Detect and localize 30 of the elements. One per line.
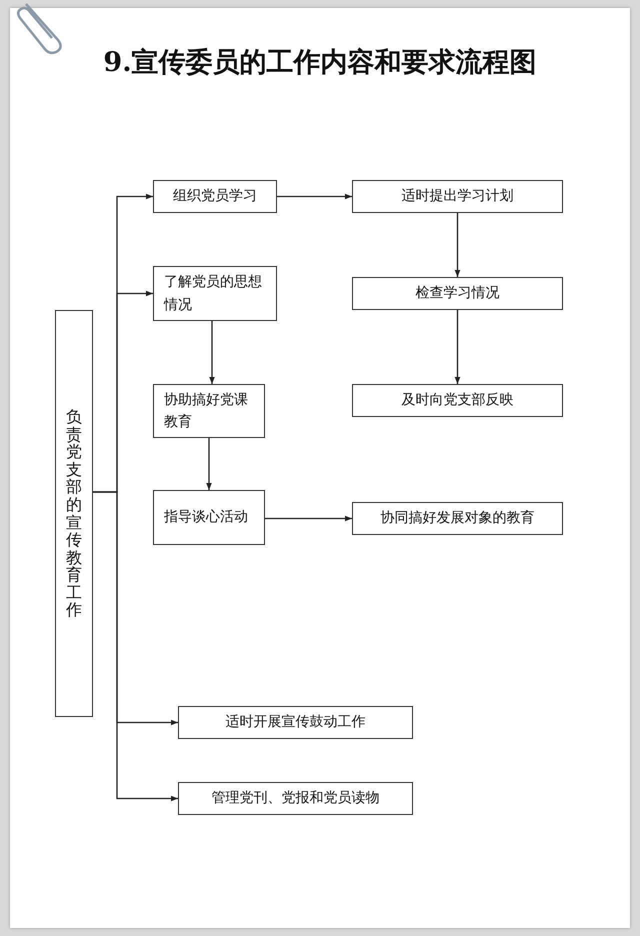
arrow [454,213,460,277]
arrow [206,438,212,490]
process-box [153,180,277,213]
process-box [153,384,265,438]
arrow [209,321,215,384]
process-box [352,502,563,535]
process-box [153,266,277,321]
node-text: 适时提出学习计划 [402,187,514,206]
process-box [153,490,265,545]
process-box [352,180,563,213]
process-box [178,706,413,739]
node-text: 组织党员学习 [173,187,257,206]
node-text: 检查学习情况 [416,284,500,304]
diagram-title: 9.宣传委员的工作内容和要求流程图 [102,46,538,80]
process-box [352,277,563,310]
process-box [178,782,413,815]
node-text: 协同搞好发展对象的教育 [380,509,534,528]
node-text: 管理党刊、党报和党员读物 [212,789,380,808]
arrow [265,516,352,522]
process-box [352,384,563,417]
node-text: 了解党员的思想情况 [164,273,263,314]
node-text: 指导谈心活动 [164,508,248,528]
node-text: 适时开展宣传鼓动工作 [226,713,366,732]
arrow [454,310,460,384]
node-text: 负责党支部的宣传教育工作 [66,408,82,620]
vertical-process-box [55,310,93,717]
node-text: 及时向党支部反映 [402,391,514,410]
arrow [93,491,178,802]
node-text: 协助搞好党课教育 [164,390,249,432]
arrow [277,194,352,200]
